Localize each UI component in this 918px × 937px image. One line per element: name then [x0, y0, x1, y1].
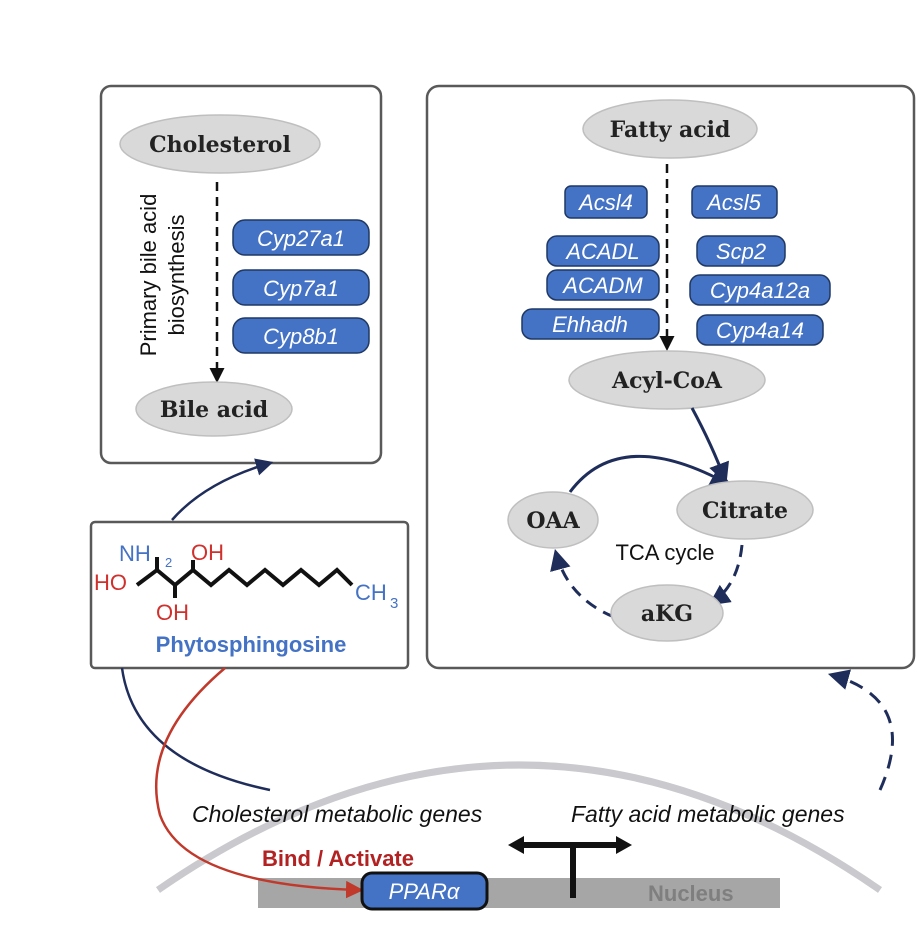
amine-subscript: 2 [165, 555, 172, 570]
regulation-arrow-right [616, 836, 632, 854]
molecule-name: Phytosphingosine [156, 632, 347, 657]
tca-cycle-label: TCA cycle [615, 540, 714, 565]
akg-to-oaa-arrow [550, 548, 615, 619]
genes-to-fatty-acid-panel-arrow [827, 669, 894, 791]
gene-acadm: ACADM [561, 273, 643, 298]
gene-box-cyp4a14 [696, 314, 824, 346]
pathway-label-line1: Primary bile acid [136, 194, 161, 357]
gene-cyp4a14: Cyp4a14 [716, 318, 804, 343]
nucleus-membrane [156, 761, 882, 893]
gene-box-scp2 [696, 235, 786, 267]
gene-scp2: Scp2 [716, 239, 766, 264]
methyl-subscript: 3 [390, 595, 398, 612]
bile-acid-label: Bile acid [160, 397, 268, 423]
fatty-acid-genes-label: Fatty acid metabolic genes [571, 801, 845, 827]
akg-node [610, 584, 724, 642]
gene-cyp4a12a: Cyp4a12a [710, 278, 810, 303]
ppar-alpha-label: PPARα [389, 879, 461, 904]
gene-box-acadm [546, 269, 660, 301]
fatty-acid-node [582, 99, 758, 159]
gene-box-ehhadh [521, 308, 660, 340]
gene-ehhadh: Ehhadh [552, 312, 628, 337]
oaa-to-citrate-arrow [568, 455, 732, 493]
amine-label: NH [119, 541, 151, 566]
oaa-node [507, 491, 599, 549]
citrate-label: Citrate [702, 498, 788, 524]
gene-cyp27a1: Cyp27a1 [257, 226, 345, 251]
oaa-label: OAA [526, 508, 580, 534]
nucleus-label: Nucleus [648, 881, 734, 906]
gene-box-cyp4a12a [689, 274, 831, 306]
gene-cyp8b1: Cyp8b1 [263, 324, 339, 349]
gene-box-acsl5 [691, 185, 778, 219]
hydroxyl-top-label: OH [191, 540, 224, 565]
molecule-to-bile-panel-arrow [171, 458, 274, 521]
gene-box-cyp27a1 [232, 219, 370, 256]
gene-acsl5: Acsl5 [705, 190, 762, 215]
akg-label: aKG [641, 601, 693, 627]
gene-cyp7a1: Cyp7a1 [263, 276, 339, 301]
methyl-label: CH [355, 580, 387, 605]
gene-acadl: ACADL [564, 239, 639, 264]
regulation-arrow-left [508, 836, 524, 854]
pathway-label-line2: biosynthesis [164, 214, 189, 335]
phytosphingosine-panel [89, 520, 410, 670]
cholesterol-genes-label: Cholesterol metabolic genes [192, 801, 483, 827]
bile-acid-node [135, 381, 293, 437]
citrate-node [676, 480, 814, 540]
molecule-to-cholesterol-genes-line [120, 667, 271, 792]
hydroxyl-bottom-label: OH [156, 600, 189, 625]
acyl-coa-label: Acyl-CoA [611, 368, 723, 394]
acyl-coa-node [568, 350, 766, 410]
pathway-label: Primary bile acid biosynthesis [136, 194, 189, 357]
cholesterol-label: Cholesterol [149, 132, 291, 158]
gene-box-cyp8b1 [232, 317, 370, 354]
ppar-alpha-box [360, 871, 489, 911]
nucleus-bar [258, 878, 780, 908]
gene-box-acadl [546, 235, 660, 267]
bind-activate-label: Bind / Activate [262, 846, 414, 871]
cholesterol-node [119, 114, 321, 174]
gene-box-cyp7a1 [232, 269, 370, 306]
bind-activate-arrow [155, 667, 364, 899]
hydroxyl-left-label: HO [94, 570, 127, 595]
gene-acsl4: Acsl4 [577, 190, 633, 215]
gene-box-acsl4 [564, 185, 648, 219]
fatty-acid-label: Fatty acid [610, 117, 731, 143]
